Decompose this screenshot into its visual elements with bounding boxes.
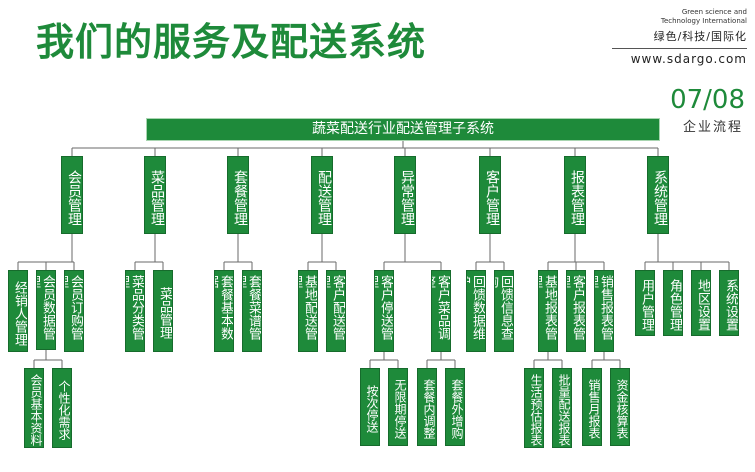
section-label: 企业流程 — [682, 120, 743, 135]
node-member-basic-info: 会员基本资料 — [24, 368, 44, 448]
logo-english-line-1: Green science and — [681, 8, 747, 16]
node-customer-delivery-mgmt: 客户配送管理 — [326, 270, 346, 352]
node-extra-purchase: 套餐外增购 — [445, 368, 465, 446]
node-feedback-data-maint: 回馈数据维护 — [466, 270, 486, 352]
node-package-menu-mgmt: 套餐菜谱管理 — [242, 270, 262, 352]
node-report-mgmt: 报表管理 — [564, 156, 586, 234]
node-member-mgmt: 会员管理 — [61, 156, 83, 234]
node-delivery-mgmt: 配送管理 — [311, 156, 333, 234]
node-member-data-mgmt: 会员数据管理 — [36, 270, 56, 350]
node-dish-mgmt: 菜品管理 — [144, 156, 166, 234]
node-package-basic-data: 套餐基本数据 — [214, 270, 234, 352]
node-base-delivery-mgmt: 基地配送管理 — [298, 270, 318, 352]
node-indefinite-stop: 无限期停送 — [388, 368, 408, 446]
node-dish-item-mgmt: 菜品管理 — [153, 270, 173, 352]
node-monthly-sales-report: 销售月报表 — [582, 368, 602, 446]
node-system-mgmt: 系统管理 — [647, 156, 669, 234]
node-dish-category-mgmt: 菜品分类管理 — [125, 270, 145, 352]
logo-slogan: 绿色/科技/国际化 — [653, 30, 747, 43]
node-personalized-needs: 个性化需求 — [52, 368, 72, 448]
node-fund-accounting: 资金核算表 — [610, 368, 630, 446]
node-batch-delivery-report: 批量配送报表 — [552, 368, 572, 448]
node-customer-mgmt: 客户管理 — [479, 156, 501, 234]
node-package-mgmt: 套餐管理 — [227, 156, 249, 234]
node-sales-report-mgmt: 销售报表管理 — [594, 270, 614, 352]
logo-english-line-2: Technology International — [660, 17, 747, 25]
node-exception-mgmt: 异常管理 — [394, 156, 416, 234]
page-title: 我们的服务及配送系统 — [36, 20, 427, 64]
node-region-settings: 地区设置 — [691, 270, 711, 336]
website-url: www.sdargo.com — [630, 52, 747, 66]
node-base-report-mgmt: 基地报表管理 — [538, 270, 558, 352]
page-number: 07/08 — [670, 85, 745, 115]
node-customer-stop-mgmt: 客户停送管理 — [374, 270, 394, 352]
node-estimate-report: 生活预估报表 — [524, 368, 544, 448]
node-customer-dish-adjust: 客户菜品调整 — [431, 270, 451, 352]
node-customer-report-mgmt: 客户报表管理 — [566, 270, 586, 352]
node-in-package-adjust: 套餐内调整 — [417, 368, 437, 446]
node-role-mgmt: 角色管理 — [663, 270, 683, 336]
node-stop-per-time: 按次停送 — [360, 368, 380, 446]
node-member-order-mgmt: 会员订购管理 — [64, 270, 84, 352]
node-system-settings: 系统设置 — [719, 270, 739, 336]
node-user-mgmt: 用户管理 — [635, 270, 655, 336]
node-distributor-mgmt: 经销人管理 — [8, 270, 28, 352]
company-logo: Green science and Technology Internation… — [612, 8, 747, 66]
logo-divider — [612, 48, 747, 49]
root-node: 蔬菜配送行业配送管理子系统 — [146, 118, 660, 141]
node-feedback-info-query: 回馈信息查询 — [494, 270, 514, 352]
